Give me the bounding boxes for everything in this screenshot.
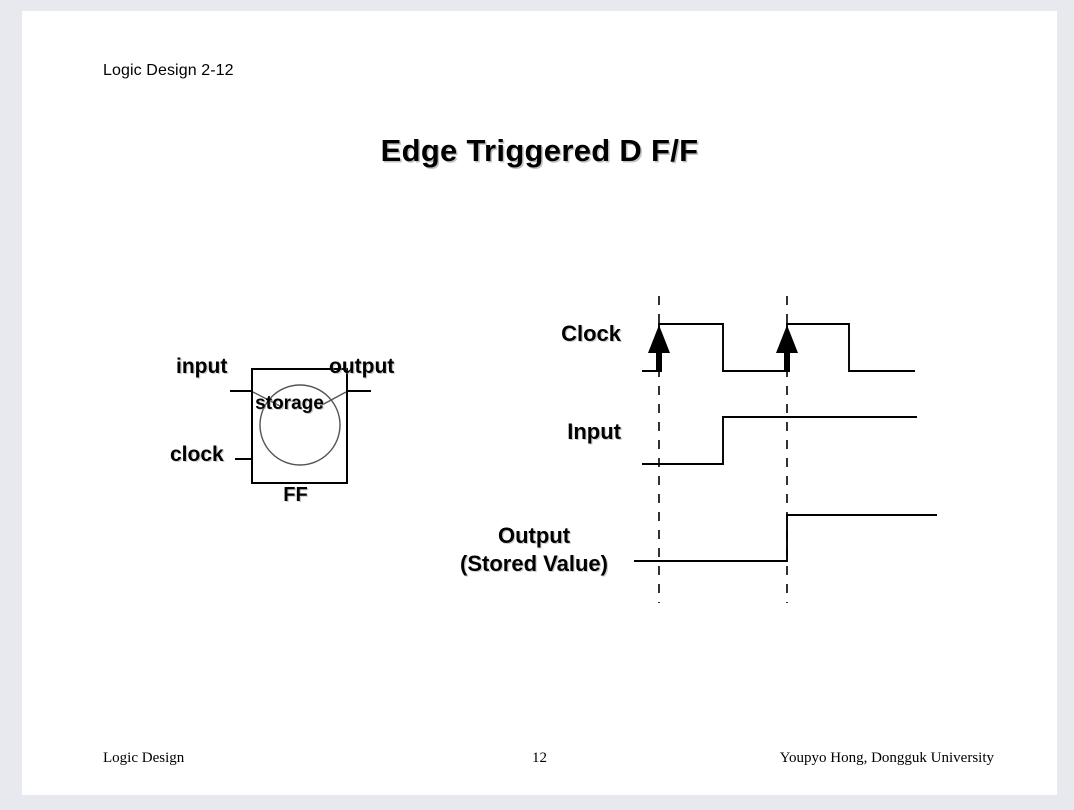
timing-output-label: Output (Stored Value) <box>447 522 621 578</box>
ff-block-diagram <box>230 368 371 484</box>
input-waveform <box>642 416 917 465</box>
header-note: Logic Design 2-12 <box>103 62 234 79</box>
storage-circle <box>259 384 341 466</box>
output-connector-line <box>319 391 347 407</box>
timing-diagram <box>634 296 937 603</box>
timing-input-label: Input <box>567 419 621 444</box>
footer-page-number: 12 <box>532 750 547 766</box>
ff-box-outline <box>251 368 348 484</box>
timing-output-label-line2: (Stored Value) <box>460 551 608 576</box>
ff-caption: FF <box>283 484 308 506</box>
ff-storage-label: storage <box>255 393 324 414</box>
rising-edge-arrow-1 <box>648 325 670 372</box>
ff-input-label: input <box>176 355 228 378</box>
ff-clock-label: clock <box>170 443 224 466</box>
slide-canvas: Logic Design 2-12 Edge Triggered D F/F i… <box>22 11 1057 795</box>
footer-left-text: Logic Design <box>103 750 185 766</box>
timing-output-label-line1: Output <box>497 523 571 548</box>
ff-output-label: output <box>329 355 395 378</box>
output-waveform <box>634 514 937 562</box>
input-connector-line <box>252 391 281 407</box>
footer-right-text: Youpyo Hong, Dongguk University <box>779 750 994 766</box>
timing-clock-label: Clock <box>561 321 621 346</box>
page-title: Edge Triggered D F/F <box>380 133 699 168</box>
rising-edge-arrow-2 <box>776 325 798 372</box>
